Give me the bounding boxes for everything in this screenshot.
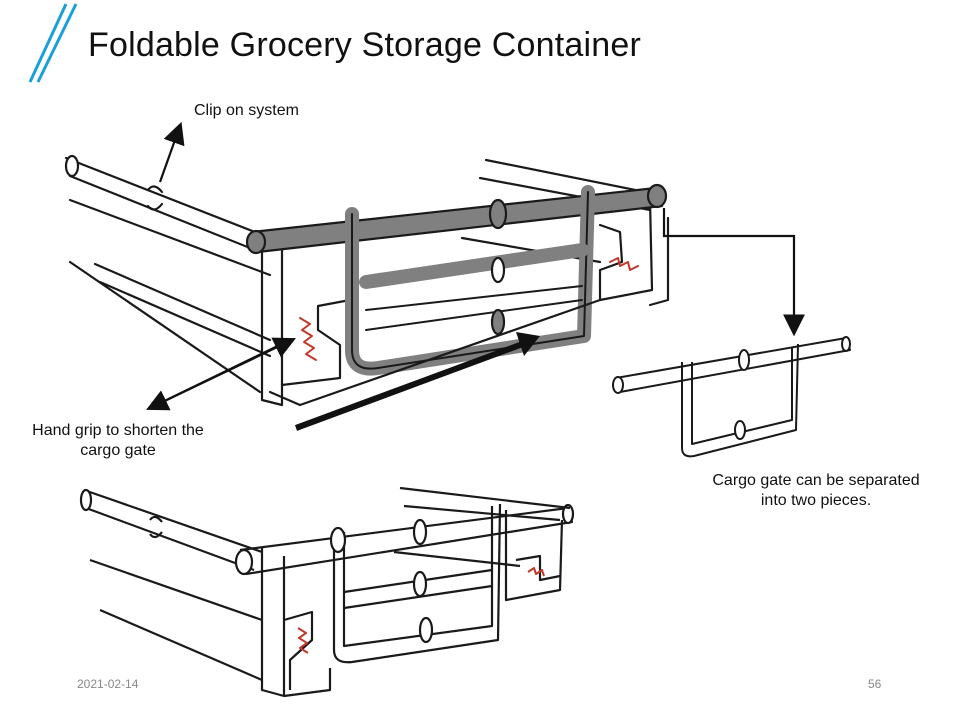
cargo-gate-label-line1: Cargo gate can be separated: [712, 472, 920, 489]
hand-grip-label: Hand grip to shorten the cargo gate: [14, 421, 222, 461]
clip-on-label: Clip on system: [194, 102, 299, 119]
cargo-gate-label-line2: into two pieces.: [760, 492, 872, 509]
separated-gate-illustration: [612, 336, 851, 458]
top-cart-illustration: [64, 154, 670, 407]
footer-date: 2021-02-14: [77, 677, 139, 691]
bottom-cart-illustration: [79, 486, 575, 698]
hand-grip-label-line1: Hand grip to shorten the: [32, 422, 204, 439]
accent-lines: [28, 3, 78, 83]
slide-title: Foldable Grocery Storage Container: [88, 26, 641, 64]
footer-page-number: 56: [868, 677, 882, 691]
push-direction-arrow: [294, 339, 530, 431]
clip-pointer-line: [158, 121, 185, 183]
hand-grip-label-line2: cargo gate: [80, 442, 156, 459]
separation-connector: [662, 208, 805, 337]
cargo-gate-label: Cargo gate can be separated into two pie…: [690, 471, 942, 511]
